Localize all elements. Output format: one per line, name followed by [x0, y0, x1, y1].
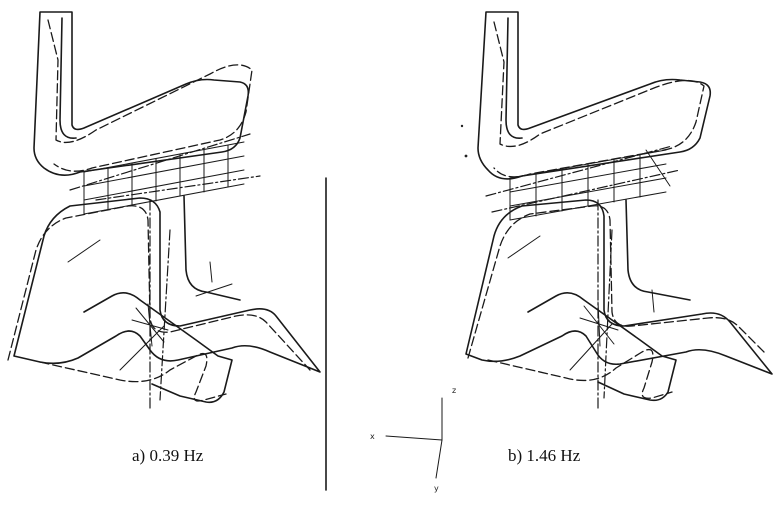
panel-b-base: [527, 292, 677, 402]
panel-a-seat-deformed: [47, 19, 253, 172]
panel-a-frame-outline: [13, 197, 321, 373]
panel-a-lower-deformed: [39, 352, 227, 402]
caption-panel-b: b) 1.46 Hz: [508, 446, 581, 465]
panel-a-pedestal-inner: [183, 195, 241, 301]
panel-b-pedestal-inner: [625, 199, 691, 301]
panel-b-lower-deformed: [487, 348, 673, 399]
axis-triad: [385, 397, 443, 479]
panel-b-seat-inner: [505, 17, 523, 139]
axis-label-z: z: [452, 386, 457, 395]
panel-b-frame-deformed: [467, 205, 765, 359]
panel-a-base: [83, 292, 233, 404]
x-axis-line: [385, 435, 443, 441]
panel-a-seat-inner: [59, 17, 77, 139]
panel-a-node-marker: [67, 239, 233, 371]
panel-b-cushion-grid: [485, 145, 681, 221]
axis-label-x: x: [370, 432, 375, 441]
y-axis-line: [435, 439, 443, 479]
axis-label-y: y: [434, 484, 439, 493]
panel-a-seat-outline: [33, 11, 250, 176]
panel-b-node-marker: [507, 149, 671, 371]
panel-b-frame-outline: [465, 199, 773, 375]
panel-b-seat-outline: [477, 11, 712, 180]
panel-a-mode-shape: [7, 11, 321, 411]
caption-panel-a: a) 0.39 Hz: [132, 446, 204, 465]
panel-b-mode-shape: [460, 11, 773, 409]
panel-a-frame-deformed: [7, 205, 311, 371]
